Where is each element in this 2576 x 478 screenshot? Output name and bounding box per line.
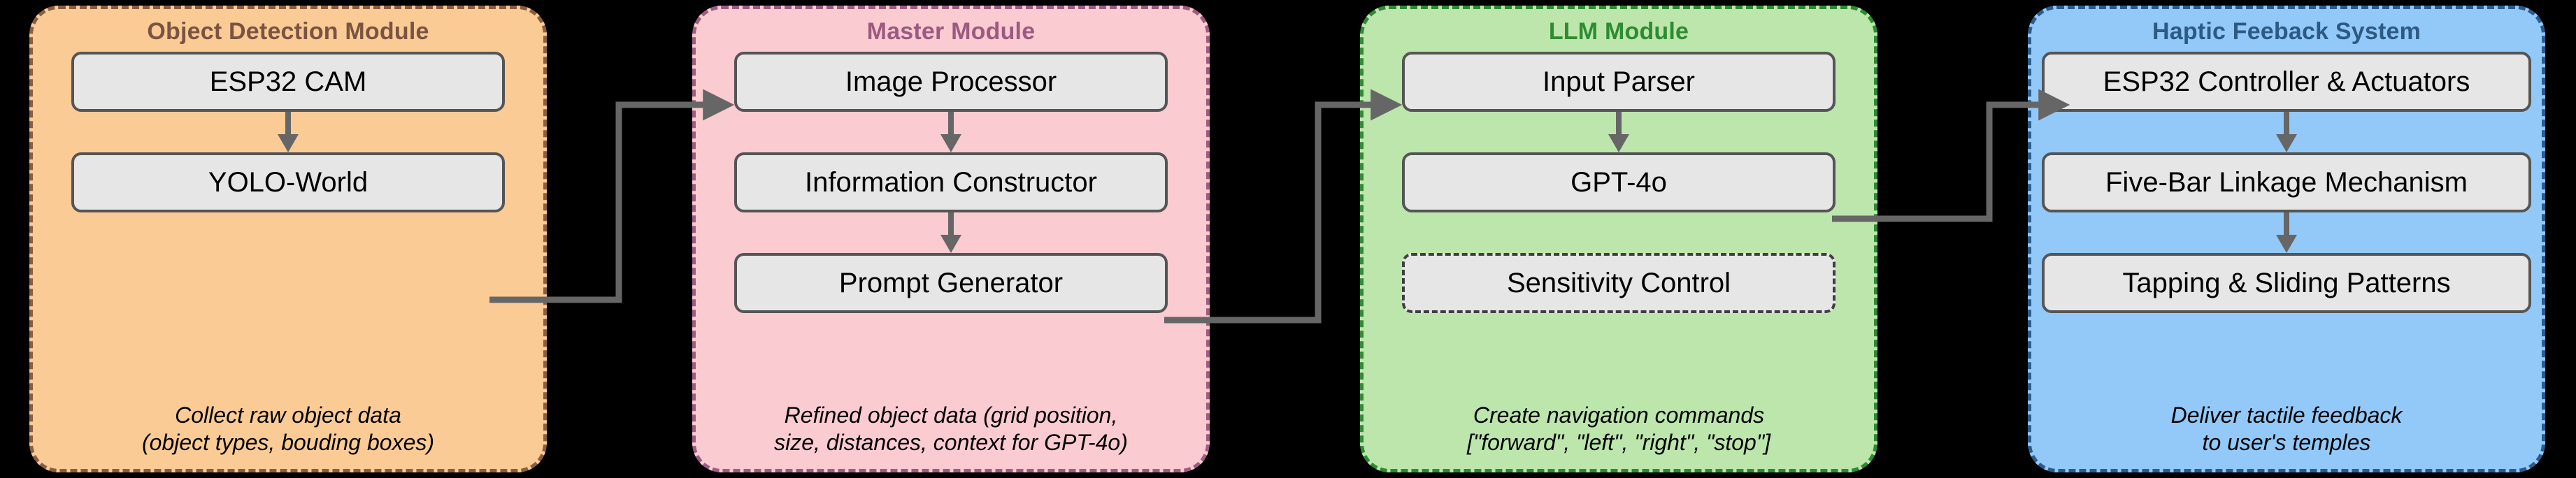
node-esp32-controller-actuators[interactable]: ESP32 Controller & Actuators — [2042, 52, 2531, 113]
node-stack: Input Parser GPT-4o Sensitivity Control — [1364, 45, 1874, 402]
node-esp32-cam[interactable]: ESP32 CAM — [71, 52, 505, 113]
node-prompt-generator[interactable]: Prompt Generator — [734, 253, 1168, 314]
module-title: Haptic Feeback System — [2152, 18, 2421, 45]
node-sensitivity-control[interactable]: Sensitivity Control — [1402, 253, 1836, 314]
arrow-down-icon — [1608, 112, 1629, 153]
node-yolo-world[interactable]: YOLO-World — [71, 152, 505, 213]
node-stack: Image Processor Information Constructor … — [696, 45, 1206, 402]
node-label: GPT-4o — [1570, 167, 1667, 198]
module-title: Object Detection Module — [147, 18, 429, 45]
module-title: LLM Module — [1548, 18, 1689, 45]
module-title: Master Module — [866, 18, 1036, 45]
module-caption: Refined object data (grid position, size… — [774, 402, 1128, 455]
module-caption: Deliver tactile feedback to user's templ… — [2170, 402, 2403, 455]
arrow-down-icon — [940, 112, 961, 153]
node-stack: ESP32 CAM YOLO-World — [33, 45, 543, 402]
node-information-constructor[interactable]: Information Constructor — [734, 152, 1168, 213]
node-stack: ESP32 Controller & Actuators Five-Bar Li… — [2031, 45, 2542, 402]
node-label: Sensitivity Control — [1506, 268, 1731, 299]
node-label: ESP32 CAM — [209, 66, 367, 98]
node-input-parser[interactable]: Input Parser — [1402, 52, 1836, 113]
node-label: Five-Bar Linkage Mechanism — [2105, 167, 2468, 198]
node-five-bar-linkage[interactable]: Five-Bar Linkage Mechanism — [2042, 152, 2531, 213]
node-label: ESP32 Controller & Actuators — [2103, 66, 2470, 98]
node-image-processor[interactable]: Image Processor — [734, 52, 1168, 113]
node-tapping-sliding-patterns[interactable]: Tapping & Sliding Patterns — [2042, 253, 2531, 314]
arrow-down-icon — [278, 112, 299, 153]
spacer — [1614, 212, 1624, 253]
node-gpt-4o[interactable]: GPT-4o — [1402, 152, 1836, 213]
arrow-down-icon — [2276, 112, 2297, 153]
module-master: Master Module Image Processor Informatio… — [692, 6, 1210, 472]
module-object-detection: Object Detection Module ESP32 CAM YOLO-W… — [29, 6, 547, 472]
module-llm: LLM Module Input Parser GPT-4o Sensitivi… — [1360, 6, 1877, 472]
arrow-down-icon — [2276, 212, 2297, 254]
node-label: Information Constructor — [805, 167, 1097, 198]
node-label: YOLO-World — [208, 167, 368, 198]
module-haptic-feedback: Haptic Feeback System ESP32 Controller &… — [2028, 6, 2545, 472]
module-caption: Collect raw object data (object types, b… — [141, 402, 435, 455]
module-caption: Create navigation commands ["forward", "… — [1466, 402, 1771, 455]
arrow-down-icon — [940, 212, 961, 254]
node-label: Prompt Generator — [838, 268, 1064, 299]
node-label: Image Processor — [845, 66, 1057, 98]
node-label: Tapping & Sliding Patterns — [2122, 268, 2451, 299]
node-label: Input Parser — [1543, 66, 1695, 98]
